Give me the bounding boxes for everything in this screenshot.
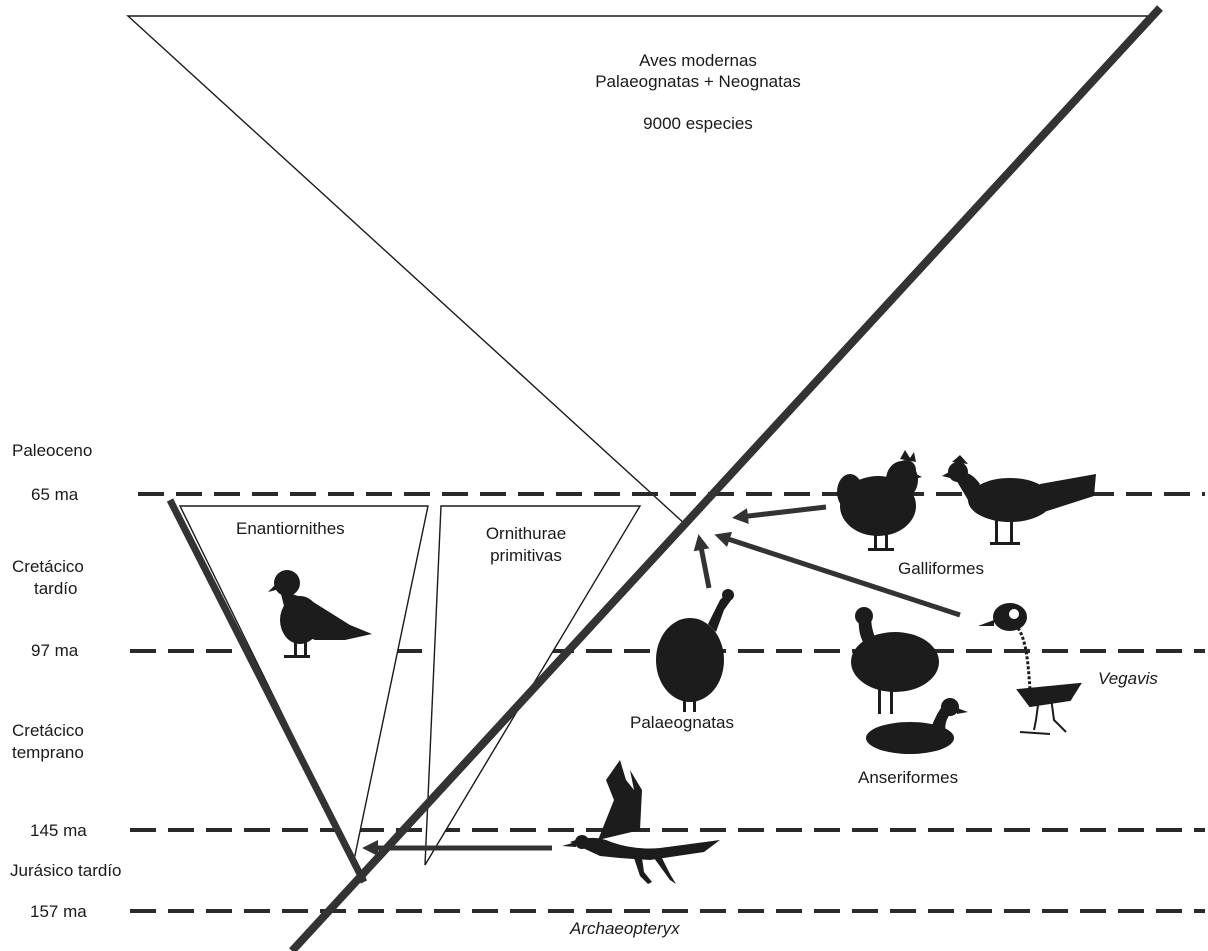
enantiornithes-cone xyxy=(180,506,428,860)
label-ornithurae-l1: Ornithurae xyxy=(460,523,592,544)
time-157ma: 157 ma xyxy=(30,901,87,922)
period-cretacico-temprano-l1: Cretácico xyxy=(12,720,84,741)
label-anseriformes: Anseriformes xyxy=(858,767,958,788)
vegavis-skeleton xyxy=(978,604,1080,734)
label-vegavis: Vegavis xyxy=(1098,668,1158,689)
period-cretacico-tardio-l2: tardío xyxy=(34,578,77,599)
modern-birds-cone xyxy=(128,16,1148,525)
main-lineage-line xyxy=(292,8,1160,951)
label-archaeopteryx: Archaeopteryx xyxy=(570,918,680,939)
duck-silhouette xyxy=(866,698,968,754)
label-ornithurae-l2: primitivas xyxy=(460,545,592,566)
header-title-line1: Aves modernas xyxy=(538,50,858,71)
header-title-line2: Palaeognatas + Neognatas xyxy=(538,71,858,92)
label-palaeognatas: Palaeognatas xyxy=(630,712,734,733)
label-galliformes: Galliformes xyxy=(898,558,984,579)
screamer-silhouette xyxy=(851,607,939,714)
arrow-palaeognatas xyxy=(700,542,709,588)
tinamou-silhouette xyxy=(656,589,734,712)
time-145ma: 145 ma xyxy=(30,820,87,841)
chicken-silhouette xyxy=(837,450,922,551)
time-65ma: 65 ma xyxy=(31,484,78,505)
arrow-galliformes xyxy=(740,507,826,517)
period-cretacico-temprano-l2: temprano xyxy=(12,742,84,763)
curassow-silhouette xyxy=(942,455,1096,545)
time-97ma: 97 ma xyxy=(31,640,78,661)
archaeopteryx-silhouette xyxy=(562,760,720,884)
period-jurasico-tardio: Jurásico tardío xyxy=(10,860,122,881)
period-cretacico-tardio-l1: Cretácico xyxy=(12,556,84,577)
label-enantiornithes: Enantiornithes xyxy=(236,518,345,539)
period-paleoceno: Paleoceno xyxy=(12,440,92,461)
header-species-count: 9000 especies xyxy=(538,113,858,134)
